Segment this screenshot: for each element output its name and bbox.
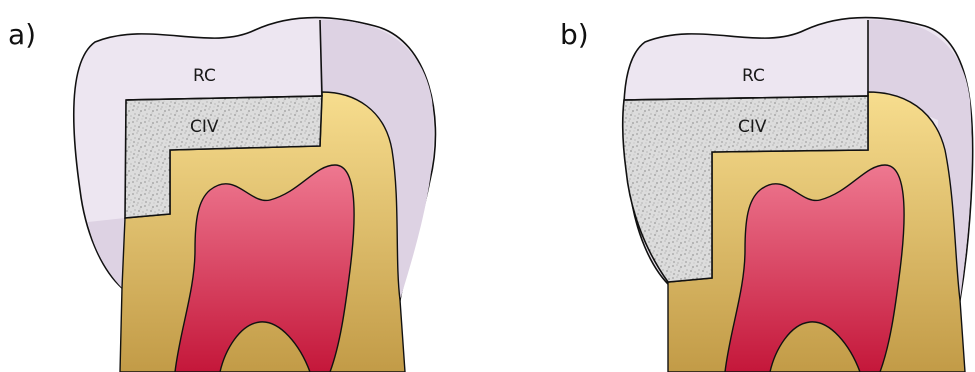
panel-b-civ-label: CIV	[738, 117, 767, 137]
panel-a-label: a)	[8, 18, 36, 51]
panel-a: a) RC CIV	[8, 17, 435, 372]
panel-a-rc-label: RC	[193, 66, 216, 86]
panel-b-label: b)	[560, 18, 589, 51]
panel-b-rc-label: RC	[742, 66, 765, 86]
panel-a-civ-label: CIV	[190, 117, 219, 137]
panel-a-enamel-shade-left	[88, 218, 125, 288]
panel-b: b) RC CIV	[560, 17, 973, 372]
